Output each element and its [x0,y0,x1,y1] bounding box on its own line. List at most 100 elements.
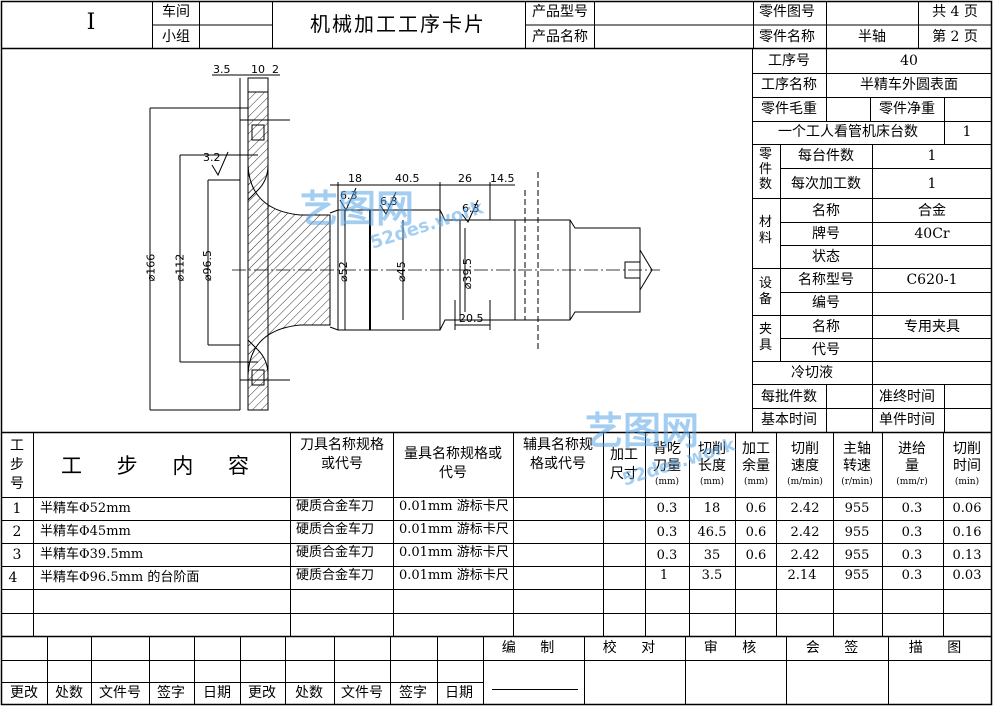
row3-speed: 2.42 [790,548,820,563]
col-content: 工 步 内 容 [60,454,264,478]
row2-no: 2 [12,524,22,540]
part-name-value: 半轴 [858,29,886,45]
state-label: 状态 [812,249,840,265]
footer-doc-2: 文件号 [341,685,383,701]
row1-time: 0.06 [952,501,982,516]
group-label: 小组 [162,29,190,45]
per-process-value: 1 [927,176,937,192]
col-tool: 刀具名称规格或代号 [300,437,384,472]
footer-signer-1: 签字 [157,685,185,701]
col-length: 切削长度 [698,441,726,474]
dim-dia-112: ⌀112 [173,253,187,282]
row2-spindle: 955 [844,525,870,540]
dim-dia-45: ⌀45 [394,261,408,282]
row3-feed: 0.3 [901,548,923,563]
dim-40-5: 40.5 [395,172,420,185]
fixture-group: 夹具 [759,322,773,353]
col-allowance-unit: (mm) [743,477,769,487]
per-machine-label: 每台件数 [798,148,854,164]
roughness-6-3-b: 6.3 [380,195,398,208]
base-time-label: 基本时间 [761,412,817,428]
row1-length: 18 [703,501,721,516]
col-step-no: 工步号 [10,438,24,492]
op-name-label: 工序名称 [761,77,817,93]
row4-gauge: 0.01mm 游标卡尺 [399,568,509,583]
dim-20-5: 20.5 [459,312,484,325]
col-feed: 进给量 [898,441,926,474]
col-speed-unit: (m/min) [787,477,823,487]
unit-time-label: 单件时间 [879,412,935,428]
fixture-name-value: 专用夹具 [904,319,960,335]
model-value: C620-1 [906,272,958,288]
row1-allowance: 0.6 [745,501,767,516]
row3-spindle: 955 [844,548,870,563]
op-no-label: 工序号 [768,53,810,69]
dim-10: 10 [251,63,265,76]
workshop-label: 车间 [162,4,190,20]
footer-review: 审 核 [703,640,767,656]
row1-speed: 2.42 [790,501,820,516]
footer-qty-2: 处数 [295,685,323,701]
product-model-label: 产品型号 [532,4,588,20]
row4-time: 0.03 [952,568,982,583]
footer-trace: 描 图 [908,640,972,656]
row1-gauge: 0.01mm 游标卡尺 [399,499,509,514]
row2-time: 0.16 [952,525,982,540]
row3-depth: 0.3 [656,548,678,563]
dim-roughness-3-2: 3.2 [203,151,221,164]
footer-date-2: 日期 [445,685,473,701]
dim-3-5: 3.5 [213,63,231,76]
dim-18: 18 [348,172,362,185]
col-time-unit: (min) [954,477,980,487]
footer-doc-1: 文件号 [99,685,141,701]
row3-gauge: 0.01mm 游标卡尺 [399,545,509,560]
dim-26: 26 [458,172,472,185]
row4-spindle: 955 [844,568,870,583]
machines-value: 1 [962,124,972,140]
row1-spindle: 955 [844,501,870,516]
col-depth: 背吃刀量 [653,441,681,474]
row2-gauge: 0.01mm 游标卡尺 [399,522,509,537]
col-spindle-unit: (r/min) [841,477,873,487]
footer-sign: 会 签 [805,640,869,656]
sheet-mark: Ⅰ [86,10,96,35]
row2-content: 半精车Φ45mm [40,524,131,539]
product-name-label: 产品名称 [532,29,588,45]
row3-tool: 硬质合金车刀 [296,545,375,560]
row2-depth: 0.3 [656,525,678,540]
grade-value: 40Cr [914,226,950,242]
col-length-unit: (mm) [699,477,725,487]
dim-dia-52: ⌀52 [336,261,350,282]
footer-signer-2: 签字 [399,685,427,701]
watermark-brand-1: 艺图网 [300,187,415,231]
prep-time-label: 准终时间 [879,389,935,405]
row4-length: 3.5 [701,568,723,583]
row3-allowance: 0.6 [745,548,767,563]
row1-content: 半精车Φ52mm [40,501,131,516]
per-machine-value: 1 [927,148,937,164]
row3-time: 0.13 [952,548,982,563]
roughness-6-3-a: 6.3 [340,189,358,202]
col-aux: 辅具名称规格或代号 [523,437,593,472]
row2-tool: 硬质合金车刀 [296,522,375,537]
per-process-label: 每次加工数 [791,176,861,192]
equipment-no-label: 编号 [812,295,840,311]
row4-no: 4 [8,570,18,586]
coolant-label: 冷切液 [791,365,833,381]
dim-dia-96-5: ⌀96.5 [201,249,215,282]
footer-compile: 编 制 [501,640,565,656]
fixture-name-label: 名称 [812,319,840,335]
row1-feed: 0.3 [901,501,923,516]
col-speed: 切削速度 [791,441,819,474]
model-label: 名称型号 [798,272,854,288]
col-spindle: 主轴转速 [843,441,871,474]
footer-qty-1: 处数 [55,685,83,701]
dim-14-5: 14.5 [490,172,515,185]
footer-change-1: 更改 [10,685,38,701]
footer-change-2: 更改 [248,685,276,701]
net-weight-label: 零件净重 [879,101,935,117]
dim-2: 2 [272,63,279,76]
page-number: 第 2 页 [932,29,978,45]
row1-tool: 硬质合金车刀 [296,499,375,514]
row1-no: 1 [12,501,22,517]
